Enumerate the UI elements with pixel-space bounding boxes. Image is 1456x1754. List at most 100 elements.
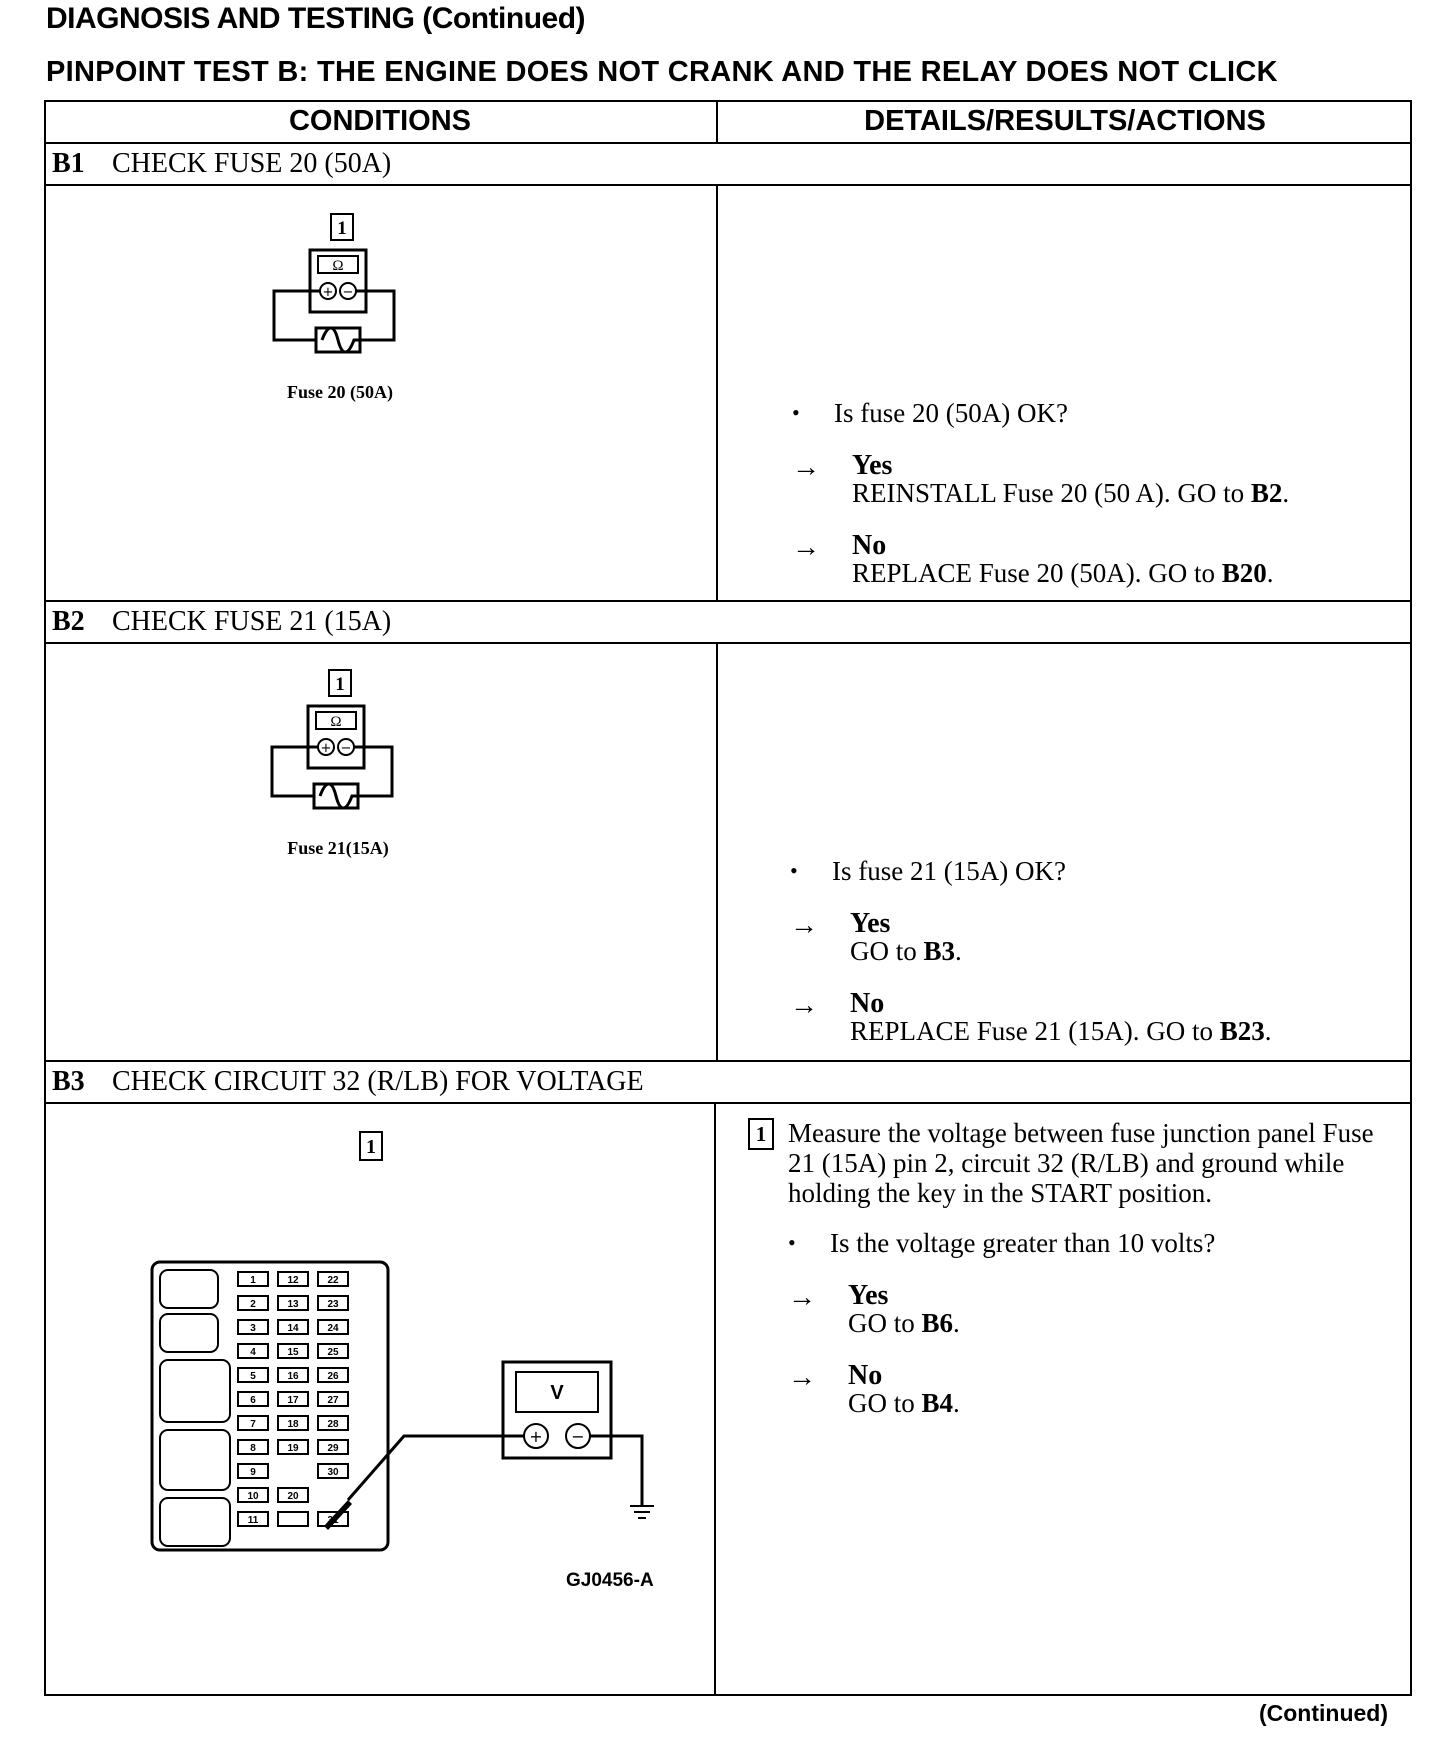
fuse-number-label: 14 xyxy=(287,1323,299,1334)
fuse-number-label: 30 xyxy=(327,1467,339,1478)
fuse-number-label: 10 xyxy=(247,1491,259,1502)
no-target-link[interactable]: B4 xyxy=(921,1388,954,1418)
ohmmeter-fuse-diagram: 1 Ω + − xyxy=(268,668,438,833)
fuse-number-label: 3 xyxy=(250,1323,256,1334)
no-action-text: REPLACE Fuse 21 (15A). GO to xyxy=(850,1016,1213,1046)
figure-caption: Fuse 21(15A) xyxy=(287,838,389,858)
no-action-text: GO to xyxy=(848,1388,915,1418)
step-number-box: 1 xyxy=(748,1118,774,1150)
yes-target-link[interactable]: B2 xyxy=(1250,478,1283,508)
step-title: CHECK FUSE 21 (15A) xyxy=(112,606,392,637)
step-id: B1 xyxy=(52,148,85,179)
fuse-slot xyxy=(317,1415,349,1431)
fuse-slot xyxy=(237,1271,269,1287)
step-number-label: 1 xyxy=(335,674,345,695)
no-action-text: REPLACE Fuse 20 (50A). GO to xyxy=(852,558,1215,588)
fuse-number-label: 22 xyxy=(327,1275,339,1286)
instruction-text: Measure the voltage between fuse junctio… xyxy=(788,1118,1374,1208)
row-rule xyxy=(44,642,1412,644)
header-rule xyxy=(44,142,1412,144)
arrow-right-icon: → xyxy=(788,1282,816,1313)
yes-action-text: GO to xyxy=(850,936,917,966)
bullet-icon: • xyxy=(788,1230,796,1255)
yes-action: GO to B6. xyxy=(848,1308,960,1338)
relay-slot xyxy=(159,1313,219,1353)
fuse-number-label: 16 xyxy=(287,1371,299,1382)
fuse-number-label: 25 xyxy=(327,1347,339,1358)
step-title: CHECK CIRCUIT 32 (R/LB) FOR VOLTAGE xyxy=(112,1066,644,1097)
yes-target-link[interactable]: B6 xyxy=(921,1308,954,1338)
yes-target-link[interactable]: B3 xyxy=(923,936,956,966)
svg-text:+: + xyxy=(323,285,334,300)
fuse-slot xyxy=(317,1439,349,1455)
fuse-slot xyxy=(317,1367,349,1383)
positive-lead xyxy=(346,1434,524,1501)
fuse-number-label: 1 xyxy=(250,1275,256,1286)
arrow-right-icon: → xyxy=(792,532,820,563)
fuse-slot xyxy=(237,1295,269,1311)
no-target-link[interactable]: B23 xyxy=(1219,1016,1265,1046)
fuse-number-label: 28 xyxy=(327,1419,339,1430)
column-divider xyxy=(714,1102,716,1696)
no-action: REPLACE Fuse 21 (15A). GO to B23. xyxy=(850,1016,1272,1046)
fuse-slot xyxy=(237,1415,269,1431)
fuse-slot xyxy=(277,1343,309,1359)
fuse-slot xyxy=(317,1319,349,1335)
ohm-symbol: Ω xyxy=(332,258,343,274)
fuse-slot xyxy=(317,1463,349,1479)
question: Is the voltage greater than 10 volts? xyxy=(830,1228,1216,1258)
fuse-number-label: 5 xyxy=(250,1371,256,1382)
question: Is fuse 20 (50A) OK? xyxy=(834,398,1068,428)
svg-text:−: − xyxy=(571,1427,584,1446)
table-border xyxy=(44,100,1412,1696)
details-header: DETAILS/RESULTS/ACTIONS xyxy=(864,105,1266,137)
yes-label: Yes xyxy=(848,1280,889,1311)
fuse-number-label: 18 xyxy=(287,1419,299,1430)
probe-tip xyxy=(324,1500,352,1530)
bullet-icon: • xyxy=(790,858,798,883)
fuse-number-label: 8 xyxy=(250,1443,256,1454)
fuse-slot xyxy=(277,1511,309,1527)
fuse-number-label: 29 xyxy=(327,1443,339,1454)
svg-text:+: + xyxy=(321,741,332,756)
fuse-junction-panel xyxy=(150,1260,390,1552)
fuse-number-label: 7 xyxy=(250,1419,256,1430)
yes-label: Yes xyxy=(852,450,893,481)
no-target-link[interactable]: B20 xyxy=(1221,558,1267,588)
fuse-slot xyxy=(237,1343,269,1359)
fuse-cells: 1234567891011121314151617181920222324252… xyxy=(237,1271,349,1527)
fuse-number-label: 19 xyxy=(287,1443,299,1454)
bullet-icon: • xyxy=(792,400,800,425)
fuse-number-label: 27 xyxy=(327,1395,339,1406)
column-divider xyxy=(716,184,718,600)
relay-slot xyxy=(159,1269,219,1309)
header-divider xyxy=(716,100,718,142)
step-number-label: 1 xyxy=(337,218,347,239)
ohmmeter-fuse-diagram: 1 Ω + − xyxy=(270,212,440,377)
no-action: GO to B4. xyxy=(848,1388,960,1418)
yes-action-text: GO to xyxy=(848,1308,915,1338)
step-number-label: 1 xyxy=(366,1136,376,1158)
fuse-slot xyxy=(317,1295,349,1311)
fuse-slot xyxy=(237,1367,269,1383)
fuse-slot xyxy=(237,1391,269,1407)
fuse-number-label: 13 xyxy=(287,1299,299,1310)
fuse-slot xyxy=(277,1367,309,1383)
fuse-slot xyxy=(237,1511,269,1527)
fuse-number-label: 24 xyxy=(327,1323,339,1334)
figure-code: GJ0456-A xyxy=(566,1570,654,1591)
yes-action-text: REINSTALL Fuse 20 (50 A). GO to xyxy=(852,478,1245,508)
voltmeter xyxy=(501,1360,613,1460)
fuse-slot xyxy=(317,1391,349,1407)
fuse-number-label: 23 xyxy=(327,1299,339,1310)
svg-text:−: − xyxy=(343,285,354,300)
step-title: CHECK FUSE 20 (50A) xyxy=(112,148,392,179)
no-label: No xyxy=(852,530,887,561)
row-rule xyxy=(44,1060,1412,1062)
arrow-right-icon: → xyxy=(790,990,818,1021)
svg-text:+: + xyxy=(529,1427,542,1446)
yes-action: REINSTALL Fuse 20 (50 A). GO to B2. xyxy=(852,478,1290,508)
row-rule xyxy=(44,600,1412,602)
conditions-header: CONDITIONS xyxy=(288,105,472,137)
